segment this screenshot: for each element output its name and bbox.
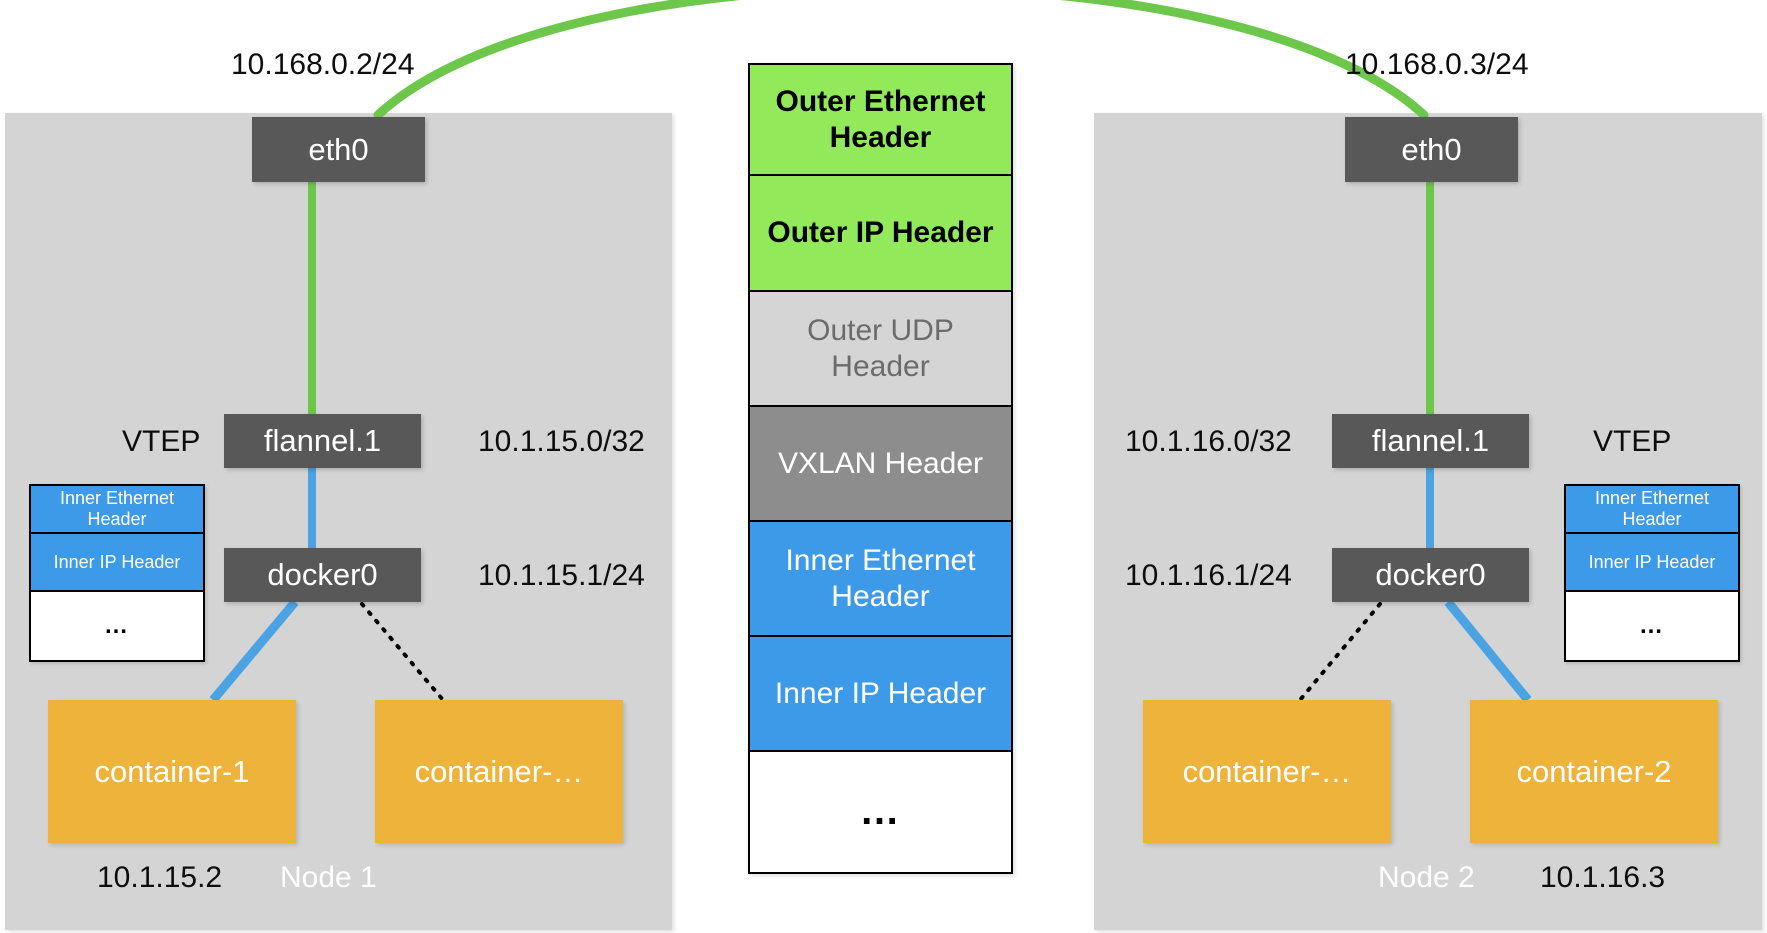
right-docker0-box[interactable]: docker0 [1332,548,1529,602]
packet-seg-outer-ethernet-header: Outer Ethernet Header [750,65,1011,176]
left-container-1-box[interactable]: container-1 [48,700,296,843]
left-flannel-ip-label: 10.1.15.0/32 [478,425,645,458]
left-container-other-box[interactable]: container-… [375,700,623,843]
right-container-other-label: container-… [1182,753,1352,789]
left-docker0-ip-label: 10.1.15.1/24 [478,559,645,592]
left-eth0-ip-label: 10.168.0.2/24 [231,48,415,81]
vxlan-packet-structure: Outer Ethernet Header Outer IP Header Ou… [748,63,1013,874]
right-container-other-box[interactable]: container-… [1143,700,1391,843]
left-container-1-ip-label: 10.1.15.2 [97,861,223,894]
packet-seg-outer-ip-header: Outer IP Header [750,176,1011,292]
packet-seg-vxlan-header: VXLAN Header [750,407,1011,522]
left-flannel-label: flannel.1 [263,423,382,458]
left-docker0-label: docker0 [267,557,378,592]
node-right-name-label: Node 2 [1378,861,1475,894]
right-flannel-box[interactable]: flannel.1 [1332,414,1529,468]
right-mini-seg-inner-ethernet: Inner Ethernet Header [1566,486,1738,534]
packet-seg-inner-ip-header: Inner IP Header [750,637,1011,752]
left-mini-packet-box: Inner Ethernet Header Inner IP Header … [29,484,205,662]
right-flannel-label: flannel.1 [1371,423,1490,458]
packet-seg-ellipsis: … [750,752,1011,872]
right-eth0-ip-label: 10.168.0.3/24 [1345,48,1529,81]
right-docker0-label: docker0 [1375,557,1486,592]
left-mini-seg-inner-ip: Inner IP Header [31,534,203,592]
right-container-2-box[interactable]: container-2 [1470,700,1718,843]
left-docker0-box[interactable]: docker0 [224,548,421,602]
right-mini-seg-ellipsis: … [1566,592,1738,660]
packet-seg-inner-ethernet-header: Inner Ethernet Header [750,522,1011,637]
left-flannel-box[interactable]: flannel.1 [224,414,421,468]
right-mini-packet-box: Inner Ethernet Header Inner IP Header … [1564,484,1740,662]
right-container-2-label: container-2 [1516,753,1672,789]
right-vtep-label: VTEP [1593,425,1672,458]
left-container-1-label: container-1 [94,753,250,789]
left-mini-seg-inner-ethernet: Inner Ethernet Header [31,486,203,534]
right-flannel-ip-label: 10.1.16.0/32 [1125,425,1292,458]
right-docker0-ip-label: 10.1.16.1/24 [1125,559,1292,592]
packet-seg-outer-udp-header: Outer UDP Header [750,292,1011,407]
right-mini-seg-inner-ip: Inner IP Header [1566,534,1738,592]
left-vtep-label: VTEP [122,425,201,458]
left-container-other-label: container-… [414,753,584,789]
node-left-name-label: Node 1 [280,861,377,894]
right-eth0-label: eth0 [1401,131,1462,167]
right-container-2-ip-label: 10.1.16.3 [1540,861,1666,894]
left-mini-seg-ellipsis: … [31,592,203,660]
left-eth0-box[interactable]: eth0 [252,117,425,182]
right-eth0-box[interactable]: eth0 [1345,117,1518,182]
left-eth0-label: eth0 [308,131,369,167]
